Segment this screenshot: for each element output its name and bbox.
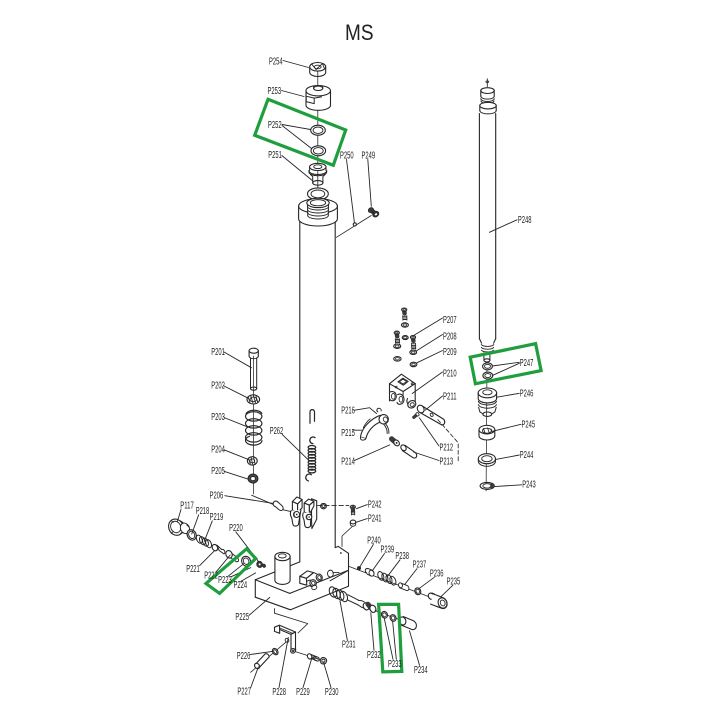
svg-text:P226: P226 xyxy=(237,651,251,662)
svg-text:P251: P251 xyxy=(268,150,282,161)
svg-text:P211: P211 xyxy=(443,392,457,403)
svg-text:P243: P243 xyxy=(522,480,536,491)
svg-text:P254: P254 xyxy=(269,57,283,68)
svg-text:P216: P216 xyxy=(341,406,355,417)
svg-text:P203: P203 xyxy=(211,412,225,423)
svg-text:P204: P204 xyxy=(211,445,225,456)
svg-text:P244: P244 xyxy=(520,450,534,461)
svg-text:P235: P235 xyxy=(447,576,461,587)
svg-text:P233: P233 xyxy=(388,659,402,670)
svg-text:P240: P240 xyxy=(367,536,381,547)
svg-text:P225: P225 xyxy=(235,612,249,623)
svg-text:P232: P232 xyxy=(367,650,381,661)
svg-text:P231: P231 xyxy=(342,639,356,650)
svg-text:MS: MS xyxy=(345,20,374,45)
svg-text:P245: P245 xyxy=(522,419,536,430)
svg-text:P218: P218 xyxy=(196,506,210,517)
svg-text:P253: P253 xyxy=(268,86,282,97)
svg-text:P241: P241 xyxy=(368,514,382,525)
svg-text:P237: P237 xyxy=(413,560,427,571)
svg-text:P239: P239 xyxy=(381,545,395,556)
svg-text:P249: P249 xyxy=(362,150,376,161)
svg-text:P206: P206 xyxy=(210,491,224,502)
svg-text:P202: P202 xyxy=(211,381,225,392)
svg-text:P224: P224 xyxy=(234,580,248,591)
svg-text:P247: P247 xyxy=(520,358,534,369)
svg-text:P228: P228 xyxy=(272,687,286,698)
svg-text:P220: P220 xyxy=(229,523,243,534)
svg-text:P238: P238 xyxy=(395,551,409,562)
svg-text:P201: P201 xyxy=(211,347,225,358)
svg-text:P223: P223 xyxy=(218,575,232,586)
svg-text:P246: P246 xyxy=(520,389,534,400)
svg-text:P236: P236 xyxy=(430,568,444,579)
svg-text:P222: P222 xyxy=(204,570,218,581)
svg-text:P242: P242 xyxy=(368,500,382,511)
svg-text:P214: P214 xyxy=(341,457,355,468)
svg-text:P229: P229 xyxy=(296,687,310,698)
svg-text:P208: P208 xyxy=(443,332,457,343)
svg-text:P215: P215 xyxy=(341,428,355,439)
svg-text:P227: P227 xyxy=(237,686,251,697)
svg-text:P252: P252 xyxy=(268,120,282,131)
svg-text:P234: P234 xyxy=(414,665,428,676)
svg-text:P212: P212 xyxy=(440,443,454,454)
svg-text:P117: P117 xyxy=(180,501,194,512)
svg-text:P250: P250 xyxy=(340,150,354,161)
svg-text:P221: P221 xyxy=(186,564,200,575)
svg-text:P262: P262 xyxy=(270,426,284,437)
svg-text:P210: P210 xyxy=(443,369,457,380)
svg-text:P213: P213 xyxy=(440,457,454,468)
svg-text:P219: P219 xyxy=(210,512,224,523)
svg-text:P230: P230 xyxy=(325,687,339,698)
svg-text:P205: P205 xyxy=(211,466,225,477)
svg-text:P207: P207 xyxy=(443,315,457,326)
svg-text:P209: P209 xyxy=(443,347,457,358)
svg-text:P248: P248 xyxy=(518,215,532,226)
